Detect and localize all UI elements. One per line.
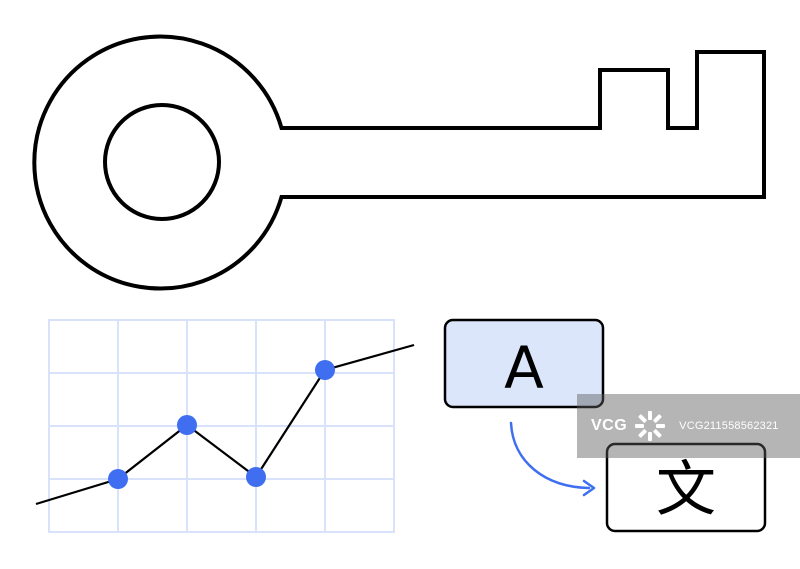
chart-point [246, 467, 266, 487]
source-language-box [443, 318, 605, 409]
chart-trend-line [35, 343, 415, 506]
key-bow-hole [103, 103, 221, 221]
watermark-logo: VCG [591, 409, 667, 443]
translate-icon: A 文 [443, 318, 767, 533]
translate-arrow-head-icon [582, 479, 596, 497]
target-language-box [605, 442, 767, 533]
line-chart-icon [35, 319, 415, 533]
watermark: VCG VCG211558562321 [577, 394, 800, 458]
chart-point [108, 469, 128, 489]
chart-point [177, 415, 197, 435]
key-icon [32, 34, 766, 291]
target-language-glyph: 文 [656, 455, 716, 525]
source-language-glyph: A [504, 334, 544, 402]
watermark-id: VCG211558562321 [679, 420, 779, 432]
chart-grid [48, 319, 395, 533]
chart-point [315, 360, 335, 380]
key-outline [32, 34, 766, 291]
watermark-brand: VCG [591, 417, 628, 434]
translate-arrow-curve [509, 421, 591, 490]
watermark-burst-icon [635, 411, 666, 441]
